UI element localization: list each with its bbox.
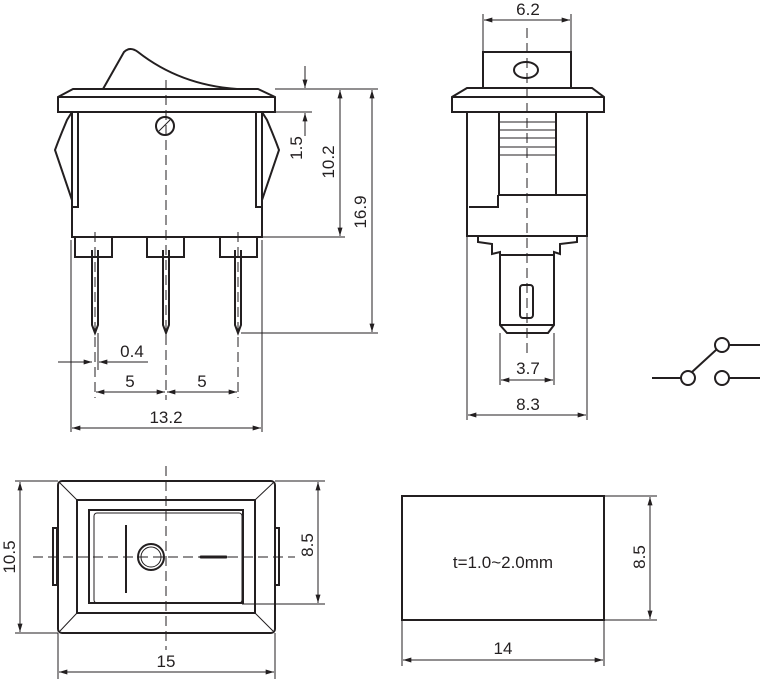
- terminal-pin: [234, 250, 242, 336]
- dim-body-depth: 8.3: [516, 395, 540, 414]
- dim-body-width: 13.2: [149, 408, 182, 427]
- dim-top-width: 6.2: [516, 0, 540, 19]
- terminal-base: [74, 236, 113, 258]
- top-view: 10.5 8.5 15: [0, 466, 325, 679]
- dim-body-height: 10.2: [319, 145, 338, 178]
- front-view: 0.4 5 5 13.2 1.5 10.2 16.9: [53, 48, 378, 432]
- terminal-pin: [91, 250, 99, 336]
- dim-height: 8.5: [630, 545, 649, 569]
- dim-flange-thickness: 1.5: [287, 136, 306, 160]
- spst-switch-symbol: [652, 337, 760, 386]
- left-clip: [53, 111, 79, 208]
- dim-width: 14: [494, 639, 513, 658]
- indicator-hole: [513, 61, 539, 79]
- dim-total-height: 16.9: [351, 195, 370, 228]
- right-clip: [255, 111, 281, 208]
- dim-terminal-width: 0.4: [120, 342, 144, 361]
- panel-cutout: t=1.0~2.0mm 8.5 14: [401, 495, 657, 666]
- side-view: 6.2 3.7 8.3: [451, 0, 605, 420]
- switch-body: [71, 111, 263, 238]
- cutout-outline: [401, 495, 605, 621]
- dim-rocker-height: 8.5: [298, 533, 317, 557]
- dim-width: 15: [157, 652, 176, 671]
- screw-icon: [155, 116, 175, 136]
- dim-pitch-right: 5: [197, 372, 206, 391]
- thickness-label: t=1.0~2.0mm: [453, 553, 553, 572]
- side-flange: [451, 87, 605, 113]
- dim-pitch-left: 5: [125, 372, 134, 391]
- rocker-actuator: [102, 48, 238, 90]
- dim-terminal-width: 3.7: [516, 359, 540, 378]
- dim-height: 10.5: [0, 540, 19, 573]
- terminal-pin: [162, 250, 170, 336]
